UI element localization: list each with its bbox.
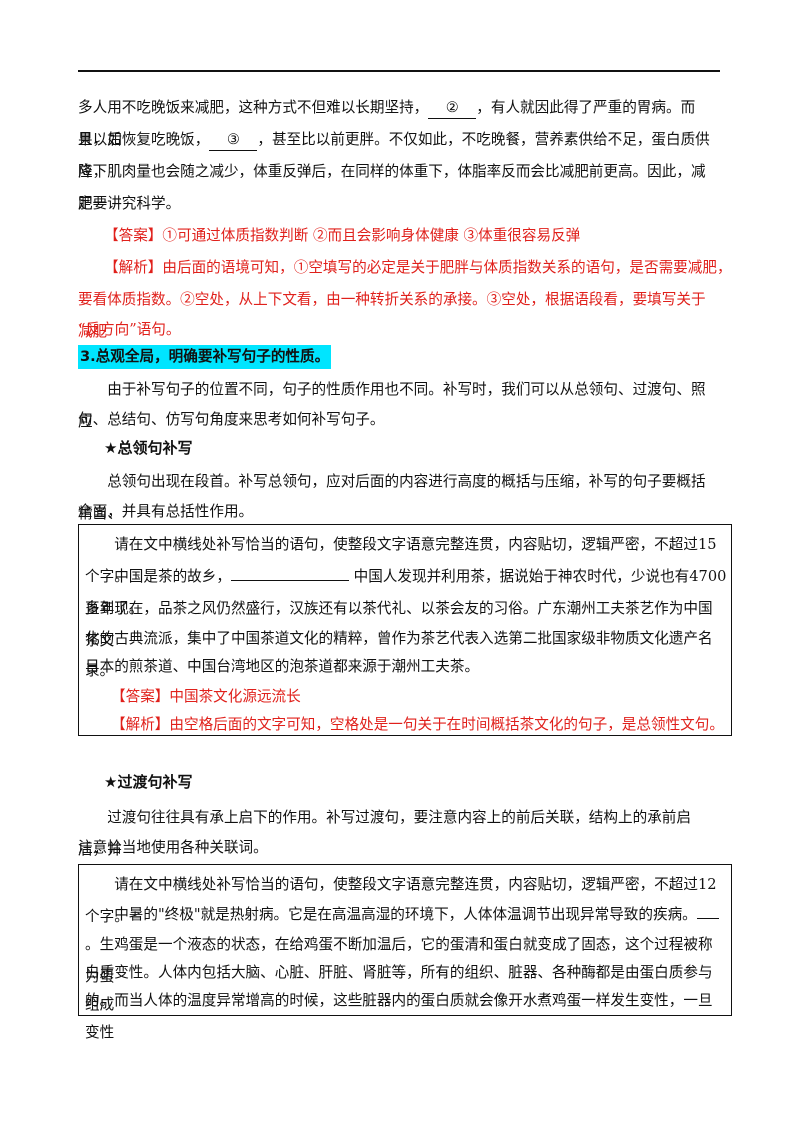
text-span: 中暑的"终极"就是热射病。它是在高温高湿的环境下，人体体温调节出现异常导致的疾病… [114,906,697,923]
analysis-line: 【解析】由空格后面的文字可知，空格处是一句关于在时间概括茶文化的句子，是总领性文… [111,716,724,733]
intro-line: 句、总结句、仿写句角度来思考如何补写句子。 [78,411,385,428]
text-span: 中国人发现并利用茶，据说始于神农时代，少说也有4700多年了。 [85,568,727,617]
passage-line: 中国是茶的故乡， 中国人发现并利用茶，据说始于神农时代，少说也有4700多年了。 [85,561,727,625]
fill-blank-2[interactable]: ② [428,98,477,119]
answer-line: 【答案】中国茶文化源远流长 [111,688,301,705]
exercise-box: 请在文中横线处补写恰当的语句，使整段文字语意完整连贯，内容贴切，逻辑严密，不超过… [78,864,732,1041]
intro-line: 过渡句往往具有承上启下的作用。补写过渡句，要注意内容上的前后关联，结构上的承前启… [78,809,691,858]
passage-line: 中暑的"终极"就是热射病。它是在高温高湿的环境下，人体体温调节出现异常导致的疾病… [85,899,727,931]
paragraph-line: 果以后恢复吃晚饭，③，甚至比以前更胖。不仅如此，不吃晚餐，营养素供给不足，蛋白质… [78,124,720,188]
header-rule [78,70,720,72]
passage-line: 白质变性。人体内包括大脑、心脏、肝脏、肾脏等，所有的组织、脏器、各种酶都是由蛋白… [85,964,713,1013]
text-span: ，有人就因此得了严重的胃病。而且，如 [78,99,696,148]
paragraph-line: 降，肌肉量也会随之减少，体重反弹后，在同样的体重下，体脂率反而会比减肥前更高。因… [78,163,706,212]
exercise-box: 请在文中横线处补写恰当的语句，使整段文字语意完整连贯，内容贴切，逻辑严密，不超过… [78,524,732,736]
passage-line: 的。而当人体的温度异常增高的时候，这些脏器内的蛋白质就会像开水煮鸡蛋一样发生变性… [85,992,713,1041]
analysis-line: 要看体质指数。②空处，从上下文看，由一种转折关系的承接。③空处，根据语段看，要填… [78,291,706,340]
subsection-heading: ★过渡句补写 [104,773,193,791]
subsection-heading: ★总领句补写 [104,439,193,457]
fill-blank[interactable] [230,580,349,581]
passage-line: 化的古典流派，集中了中国茶道文化的精粹，曾作为茶艺代表入选第二批国家级非物质文化… [85,630,713,679]
text-span: 多人用不吃晚饭来减肥，这种方式不但难以长期坚持， [78,99,429,116]
text-span: 中国是茶的故乡， [114,568,231,585]
text-span: ，甚至比以前更胖。不仅如此，不吃晚餐，营养素供给不足，蛋白质供应下 [78,131,710,180]
intro-line: 由于补写句子的位置不同，句子的性质作用也不同。补写时，我们可以从总领句、过渡句、… [78,381,706,430]
question-line: 请在文中横线处补写恰当的语句，使整段文字语意完整连贯，内容贴切，逻辑严密，不超过… [85,876,717,925]
intro-line: 总领句出现在段首。补写总领句，应对后面的内容进行高度的概括与压缩，补写的句子要概… [78,473,706,522]
text-span: 果以后恢复吃晚饭， [78,131,210,148]
answer-line: 【答案】①可通过体质指数判断 ②而且会影响身体健康 ③体重很容易反弹 [104,227,581,244]
passage-line: 。生鸡蛋是一个液态的状态，在给鸡蛋不断加温后，它的蛋清和蛋白就变成了固态，这个过… [85,936,713,985]
fill-blank[interactable] [696,918,719,919]
analysis-line: 【解析】由后面的语境可知，①空填写的必定是关于肥胖与体质指数关系的语句，是否需要… [104,259,732,276]
passage-line: 日本的煎茶道、中国台湾地区的泡茶道都来源于潮州工夫茶。 [85,658,480,675]
analysis-line: “反方向”语句。 [78,321,181,338]
passage-line: 直到现在，品茶之风仍然盛行，汉族还有以茶代礼、以茶会友的习俗。广东潮州工夫茶艺作… [85,600,713,649]
intro-line: 注意恰当地使用各种关联词。 [78,839,268,856]
paragraph-line: 定要讲究科学。 [78,195,181,212]
section-heading: 3.总观全局，明确要补写句子的性质。 [78,345,332,369]
question-line: 请在文中横线处补写恰当的语句，使整段文字语意完整连贯，内容贴切，逻辑严密，不超过… [85,536,717,585]
paragraph-line: 多人用不吃晚饭来减肥，这种方式不但难以长期坚持，②，有人就因此得了严重的胃病。而… [78,92,720,156]
intro-line: 全面，并具有总括性作用。 [78,503,254,520]
fill-blank-3[interactable]: ③ [209,130,258,151]
